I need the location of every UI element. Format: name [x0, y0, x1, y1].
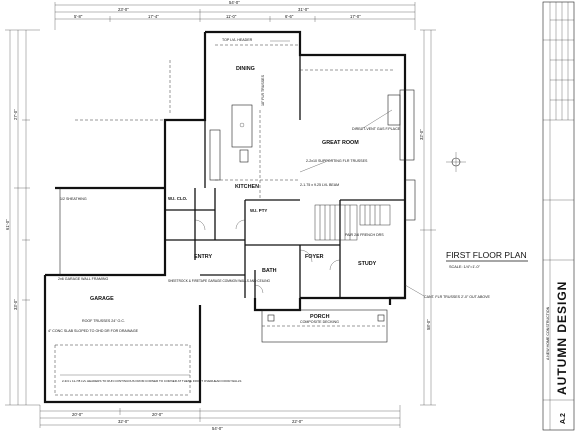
note-garage-framing: 2x6 GARAGE WALL FRAMING — [58, 277, 108, 281]
note-decking: COMPOSITE DECKING — [300, 320, 339, 324]
room-pantry: W.I. PTY — [250, 208, 267, 213]
room-study: STUDY — [358, 261, 377, 267]
note-sheetrock: SHEETROCK & FIRETAPE GARAGE COMMON WALLS… — [168, 279, 271, 283]
room-bath: BATH — [262, 268, 277, 274]
note-floor-trusses: 18" FLR TRUSSES — [261, 74, 265, 106]
stairs — [314, 204, 391, 241]
note-supporting-trusses: 2-2x10 SUPPORTING FLR TRUSSES — [306, 159, 368, 163]
note-sheathing: 1/2 SHEATHING — [60, 197, 87, 201]
note-roof-trusses: ROOF TRUSSES 24" O.C. — [82, 319, 125, 323]
section-marker-icon — [446, 152, 466, 172]
plan-title-group: FIRST FLOOR PLAN SCALE: 1/4"=1'-0" — [446, 250, 528, 269]
note-fireplace: DIRECT-VENT GAS F.PLACE — [352, 127, 401, 131]
note-french-doors: PAIR 2/6 FRENCH DRS — [345, 233, 384, 237]
room-great-room: GREAT ROOM — [322, 140, 359, 146]
note-cant-trusses: CANT. FLR TRUSSES 2'-0" OUT ABOVE — [424, 295, 491, 299]
porch — [261, 309, 388, 343]
dim-left-a: 27'-0" — [13, 109, 18, 120]
room-garage: GARAGE — [90, 296, 114, 302]
kitchen-island — [209, 104, 253, 181]
dim-left-b: 33'-0" — [13, 299, 18, 310]
brand-name: AUTUMN DESIGN — [555, 281, 569, 395]
room-foyer: FOYER — [305, 254, 324, 260]
note-header: TOP LVL HEADER — [222, 38, 253, 42]
dim-bottom-left: 32'-0" — [118, 419, 129, 424]
room-entry: ENTRY — [194, 254, 212, 260]
dim-top-overall: 54'-0" — [229, 0, 240, 5]
exterior-walls — [43, 30, 416, 404]
dim-top-a: 5'-8" — [74, 14, 83, 19]
dim-top-b: 17'-4" — [148, 14, 159, 19]
dim-bottom-overall: 54'-0" — [212, 426, 223, 431]
brand-subtitle: A NEW HOME CONSTRUCTION — [546, 306, 550, 360]
garage-door-lines — [54, 344, 191, 396]
fireplace — [387, 94, 401, 126]
dim-bottom-a: 20'-0" — [72, 412, 83, 417]
dim-left-overall: 61'-0" — [5, 219, 10, 230]
room-wic: W.I. CLO. — [168, 196, 187, 201]
dim-bottom-b: 20'-0" — [152, 412, 163, 417]
title-block: AUTUMN DESIGN A NEW HOME CONSTRUCTION A.… — [542, 1, 575, 431]
truss-lines — [75, 44, 395, 200]
note-lvl-beam: 2-1.75 x 9.25 LVL BEAM — [300, 183, 339, 187]
dim-top-d: 6'-6" — [285, 14, 294, 19]
room-kitchen: KITCHEN — [235, 184, 259, 190]
leader-lines — [270, 40, 425, 297]
dim-top-c: 11'-0" — [226, 14, 237, 19]
door-swings — [194, 219, 341, 294]
dim-right-a: 32'-0" — [419, 129, 424, 140]
dim-top-right: 31'-0" — [298, 7, 309, 12]
dimension-lines — [5, 2, 436, 428]
room-porch: PORCH — [310, 314, 330, 320]
dim-right-b: 58'-0" — [426, 319, 431, 330]
plan-scale: SCALE: 1/4"=1'-0" — [449, 265, 481, 269]
note-lvl-headers: 2-3/4 x 11-7/8 LVL HEADERS TO RUN CONTIN… — [62, 379, 241, 383]
dim-top-e: 17'-0" — [350, 14, 361, 19]
dim-bottom-right: 22'-0" — [292, 419, 303, 424]
note-slab: 4" CONC SLAB SLOPED TO OHD DR FOR DRAINA… — [48, 329, 139, 333]
room-dining: DINING — [236, 66, 255, 72]
plan-title: FIRST FLOOR PLAN — [446, 250, 527, 260]
dim-top-left: 23'-0" — [118, 7, 129, 12]
sheet-number: A.2 — [560, 413, 567, 424]
